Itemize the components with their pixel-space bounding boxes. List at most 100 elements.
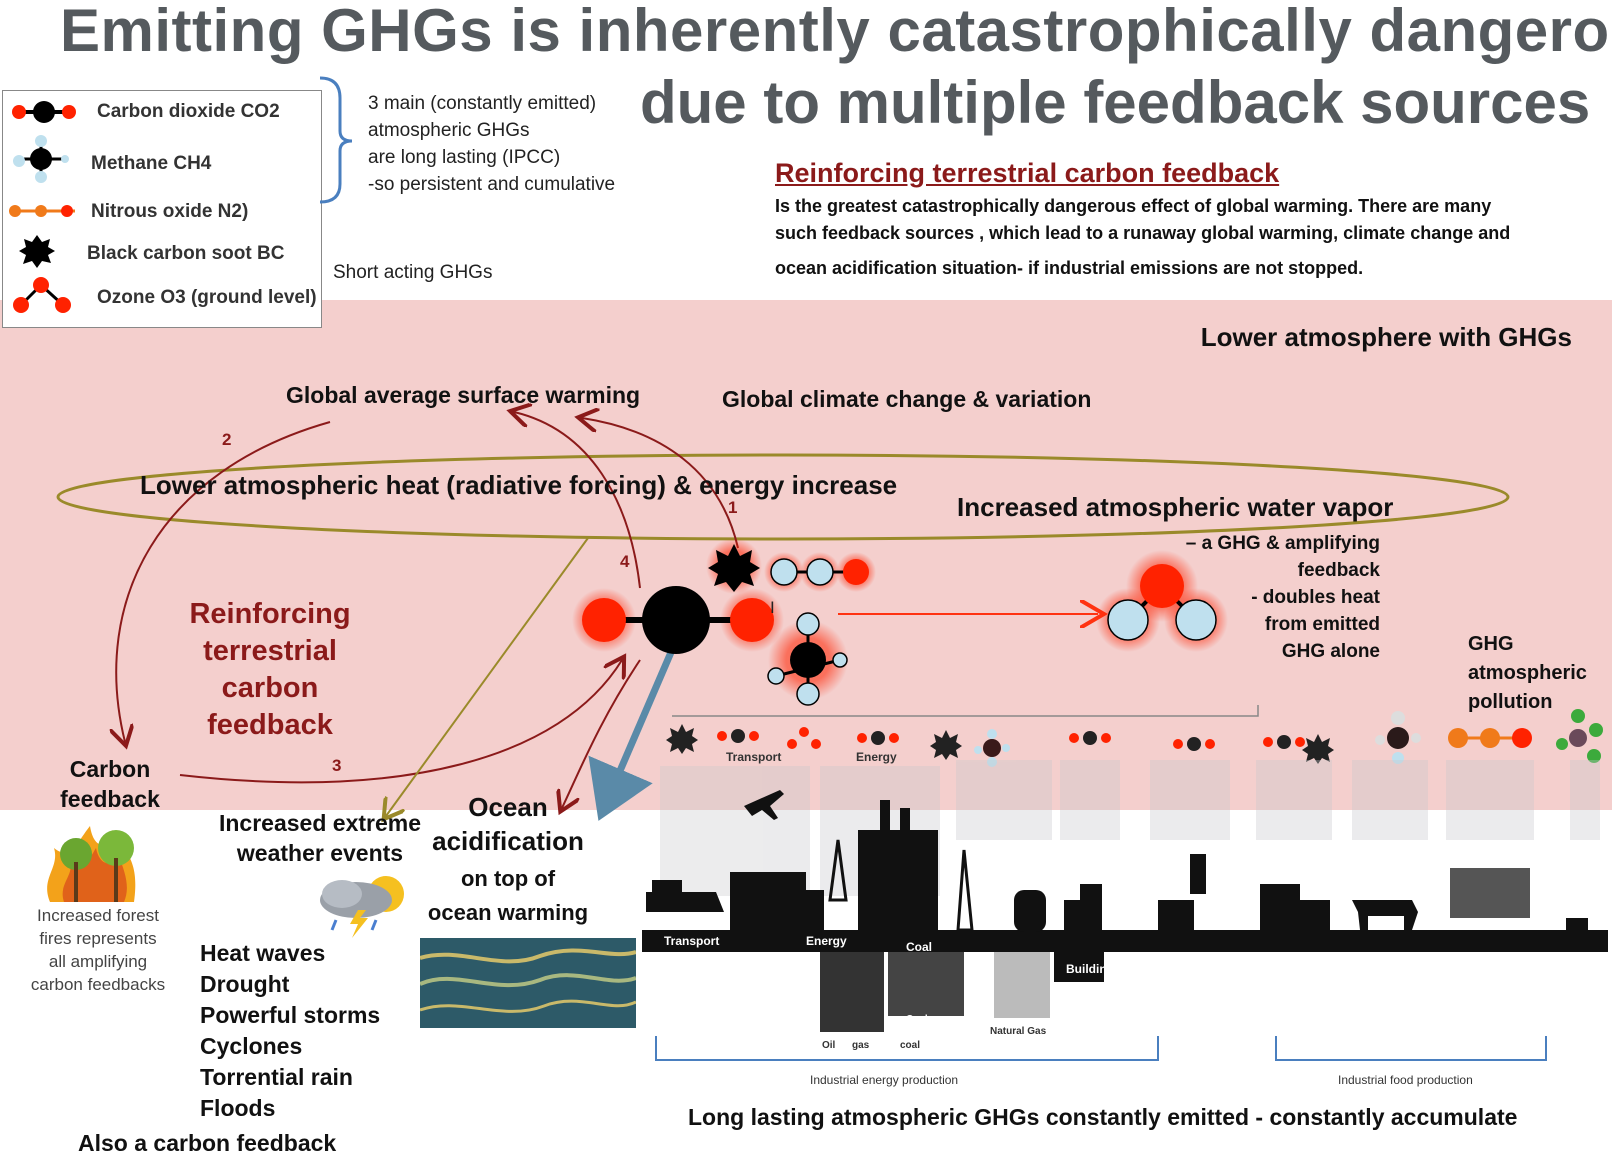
sector-top-line [672, 705, 1259, 717]
bracket-energy [655, 1036, 1159, 1061]
note-line: -so persistent and cumulative [368, 174, 616, 195]
water-vapor-description: – a GHG & amplifying feedback - doubles … [1160, 530, 1380, 665]
nitrous-oxide-molecule-icon [9, 205, 75, 217]
long-lasting-emissions-label: Long lasting atmospheric GHGs constantly… [688, 1104, 1518, 1130]
soot-icon [19, 235, 55, 268]
sector-label-livestock: Livestock [1362, 962, 1418, 976]
global-warming-label: Global average surface warming [286, 382, 641, 408]
legend-bracket [319, 76, 353, 204]
ocean-warming-label: on top of ocean warming [418, 862, 598, 930]
reinforcing-feedback-label: Reinforcing terrestrial carbon feedback [170, 596, 370, 744]
label-line: Reinforcing [189, 598, 351, 630]
bracket-food [1275, 1036, 1547, 1061]
legend-label: Methane CH4 [91, 153, 212, 174]
legend-item-co2: Carbon dioxide CO2 [3, 91, 321, 131]
methane-molecule-icon [13, 135, 69, 183]
co2-molecule-icon [12, 101, 76, 123]
arrow-number-3: 3 [332, 756, 342, 775]
arrow-co2-to-ocean [588, 648, 676, 821]
arrow-3 [179, 660, 622, 784]
label-line: GHG [1468, 633, 1514, 655]
desc-line: – a GHG & amplifying [1185, 533, 1380, 554]
long-lasting-ghg-note: 3 main (constantly emitted) atmospheric … [368, 90, 615, 198]
weather-impacts-list: Heat waves Drought Powerful storms Cyclo… [200, 938, 380, 1124]
water-vapor-molecule [1096, 550, 1228, 652]
ocean-waves-image [420, 938, 636, 1028]
desc-line: - doubles heat [1251, 587, 1380, 608]
arrow-4 [514, 412, 641, 589]
label-line: feedback [207, 709, 333, 741]
legend-item-methane: Methane CH4 [3, 135, 321, 183]
cursor-mark: I [770, 598, 775, 617]
reinforcing-feedback-heading: Reinforcing terrestrial carbon feedback [775, 158, 1280, 188]
carbon-feedback-label: Carbon feedback [40, 754, 180, 814]
sector-label-top-energy: Energy [856, 750, 897, 764]
title-line-2: due to multiple feedback sources [640, 69, 1591, 136]
impact-item: Torrential rain [200, 1064, 353, 1090]
impact-item: Floods [200, 1095, 276, 1121]
label-line: Ocean [468, 792, 548, 822]
lower-atmosphere-label: Lower atmosphere with GHGs [1200, 322, 1572, 352]
label-line: terrestrial [203, 635, 337, 667]
impact-item: Drought [200, 971, 290, 997]
ghg-legend: Carbon dioxide CO2 Methane CH4 Nitrous o… [2, 90, 322, 328]
desc-line: from emitted [1264, 614, 1380, 635]
sub-label-natural-gas: Natural Gas [990, 1026, 1047, 1037]
arrow-number-4: 4 [620, 552, 630, 571]
also-carbon-feedback-label: Also a carbon feedback [78, 1130, 337, 1156]
legend-item-soot: Black carbon soot BC [3, 233, 321, 273]
desc-line: GHG alone [1281, 641, 1380, 662]
sector-label-coal: Coal [906, 940, 933, 954]
label-line: carbon [221, 672, 319, 704]
label-line: feedback [60, 786, 160, 812]
description-line: Is the greatest catastrophically dangero… [775, 196, 1492, 216]
label-line: acidification [432, 826, 584, 856]
reinforcing-feedback-description: Is the greatest catastrophically dangero… [775, 193, 1575, 282]
sector-columns [660, 760, 1600, 896]
label-line: atmospheric [1468, 662, 1587, 684]
label-line: Carbon [69, 756, 151, 782]
arrow-number-2: 2 [222, 430, 232, 449]
sub-label-coal-image: Coal [906, 1014, 928, 1025]
note-line: atmospheric GHGs [368, 120, 530, 141]
short-acting-ghgs-label: Short acting GHGs [333, 262, 493, 283]
water-vapor-label: Increased atmospheric water vapor [957, 492, 1394, 522]
sector-label-transport: Transport [664, 934, 720, 948]
legend-label: Carbon dioxide CO2 [97, 101, 280, 122]
label-line: Increased extreme [218, 810, 421, 836]
ocean-acidification-label: Ocean acidification [418, 790, 598, 858]
global-climate-change-label: Global climate change & variation [722, 386, 1092, 412]
sub-label-oil: Oil [822, 1040, 836, 1051]
legend-label: Nitrous oxide N2) [91, 201, 249, 222]
caption-line: Increased forest [37, 906, 159, 925]
caption-line: all amplifying [48, 952, 148, 971]
sector-label-halocarbon: Halocarbon chemicals [1542, 956, 1598, 978]
sector-label-energy: Energy [806, 934, 847, 948]
caption-line: fires represents [39, 929, 157, 948]
label-line: weather events [236, 840, 404, 866]
arrow-number-1: 1 [728, 498, 738, 517]
large-co2-molecule [572, 586, 784, 654]
sector-label-buildings: Buildings [1066, 962, 1121, 976]
nitrous-oxide-molecule [764, 552, 876, 592]
extreme-weather-label: Increased extreme weather events [212, 808, 428, 868]
legend-label: Ozone O3 (ground level) [97, 287, 317, 308]
impact-item: Cyclones [200, 1033, 303, 1059]
legend-item-ozone: Ozone O3 (ground level) [3, 273, 321, 313]
impact-item: Heat waves [200, 940, 326, 966]
caption-line: carbon feedbacks [30, 975, 166, 994]
storm-weather-icon [320, 876, 404, 938]
label-line: pollution [1468, 691, 1553, 713]
arrow-ocean [562, 659, 641, 808]
industry-silhouettes [642, 800, 1608, 1032]
forest-fire-caption: Increased forest fires represents all am… [18, 904, 178, 996]
sector-label-deforestation: Deforestation [1250, 962, 1328, 976]
title-line-1: Emitting GHGs is inherently catastrophic… [60, 0, 1612, 64]
industrial-food-label: Industrial food production [1338, 1073, 1473, 1087]
description-line: ocean acidification situation- if indust… [775, 258, 1364, 278]
description-line: such feedback sources , which lead to a … [775, 223, 1511, 243]
airplane-icon [744, 790, 784, 820]
legend-item-nitrous-oxide: Nitrous oxide N2) [3, 191, 321, 231]
forest-fire-icon [47, 826, 136, 902]
